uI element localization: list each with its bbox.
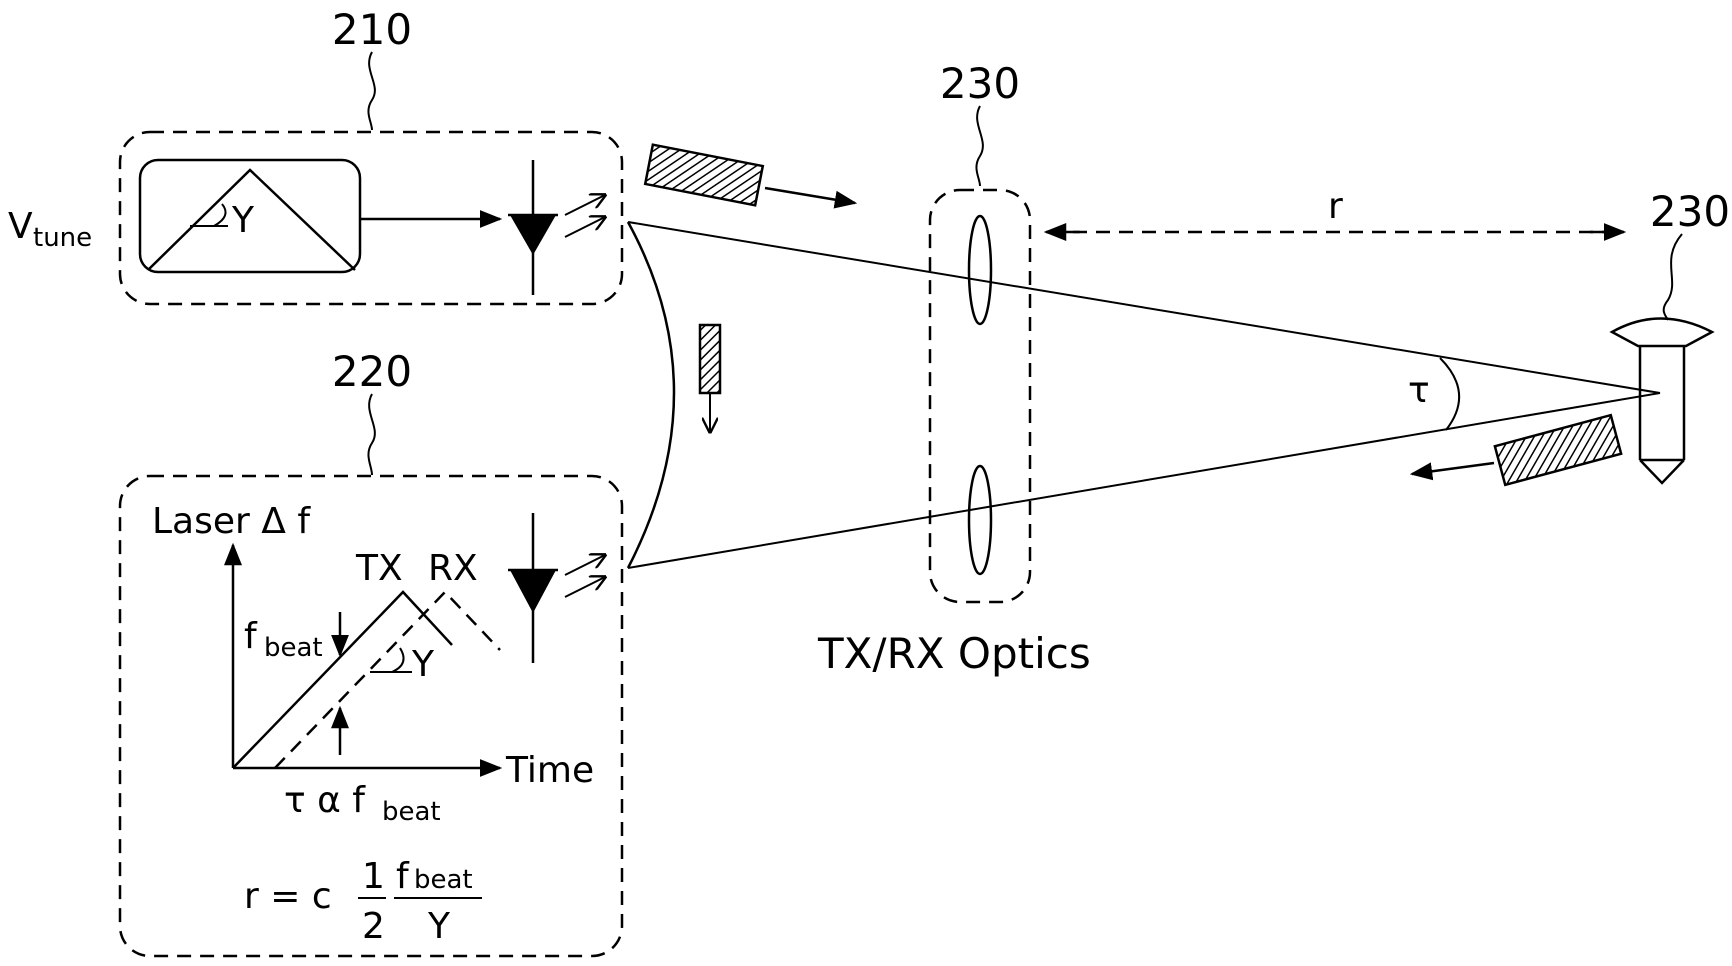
- tx-rx-optics-box: [928, 188, 1032, 604]
- ref-220-label: 220: [332, 347, 412, 396]
- ramp-generator-box: [138, 158, 362, 274]
- tau-alpha-label: τ α f: [284, 780, 366, 821]
- time-axis-label: Time: [505, 750, 594, 791]
- ref-230-optics-label: 230: [940, 59, 1020, 108]
- formula-gamma: Y: [427, 906, 451, 947]
- formula-two: 2: [362, 906, 385, 947]
- formula-fbeat-subscript: beat: [414, 865, 473, 895]
- tx-label: TX: [355, 548, 403, 589]
- ref-220-leader: [367, 393, 376, 476]
- v-tune-subscript: tune: [33, 223, 92, 253]
- tau-angle-label: τ: [1408, 370, 1430, 411]
- target-object-icon: [1609, 317, 1715, 485]
- tx-chirp-line: [232, 590, 453, 769]
- formula-fbeat-main: f: [396, 856, 410, 897]
- rx-photodiode-icon: [508, 513, 605, 663]
- optics-caption: TX/RX Optics: [817, 629, 1091, 678]
- formula-r-label: r = c: [244, 876, 332, 917]
- ref-210-label: 210: [332, 5, 412, 54]
- formula-one: 1: [362, 856, 385, 897]
- gamma-generator-label: Y: [231, 200, 255, 241]
- v-tune-label: V: [8, 206, 33, 247]
- tx-pulse-packet: [643, 143, 765, 207]
- rx-label: RX: [428, 548, 478, 589]
- lo-coupling-curve: [626, 221, 676, 569]
- rx-beam: [627, 392, 1661, 569]
- ref-230-target-leader: [1662, 233, 1683, 321]
- rx-chirp-line: [274, 590, 501, 769]
- tau-angle-arc: [1439, 357, 1460, 431]
- range-r-label: r: [1328, 186, 1343, 227]
- fbeat-label: f: [244, 616, 258, 657]
- return-pulse-packet: [1493, 413, 1623, 487]
- lo-pulse-packet: [698, 323, 722, 395]
- gamma-angle-arc: [213, 203, 227, 227]
- tx-beam: [627, 221, 1661, 394]
- tx-lens-icon: [967, 214, 993, 326]
- receiver-box-220: [118, 474, 624, 958]
- fbeat-subscript: beat: [264, 633, 323, 663]
- ref-230-optics-leader: [975, 105, 984, 187]
- tx-laser-diode-icon: [508, 160, 605, 295]
- ref-230-target-label: 230: [1650, 187, 1730, 236]
- ref-210-leader: [367, 51, 376, 131]
- rx-lens-icon: [967, 464, 993, 576]
- triangle-ramp-icon: [147, 168, 356, 271]
- tx-packet-arrow: [764, 186, 858, 209]
- transmitter-box-210: [118, 130, 624, 306]
- gamma-slope-label: Y: [411, 644, 435, 685]
- tau-alpha-subscript: beat: [382, 797, 441, 827]
- return-packet-arrow: [1409, 461, 1495, 481]
- laser-delta-f-label: Laser Δ f: [152, 501, 311, 542]
- slope-angle-arc: [391, 647, 405, 673]
